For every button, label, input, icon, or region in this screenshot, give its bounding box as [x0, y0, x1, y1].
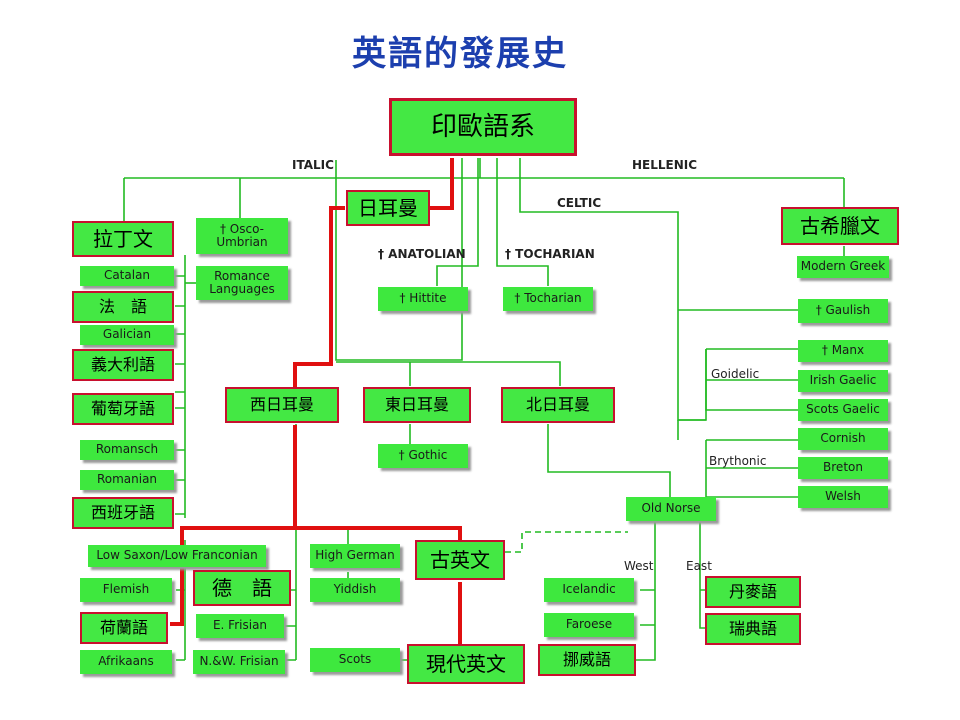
- node-gothic: † Gothic: [378, 444, 468, 468]
- node-osco-umbrian: † Osco- Umbrian: [196, 218, 288, 254]
- node-afrikaans: Afrikaans: [80, 650, 172, 674]
- node-e-frisian: E. Frisian: [196, 614, 284, 638]
- node-scots: Scots: [310, 648, 400, 672]
- node-nw-frisian: N.&W. Frisian: [193, 650, 285, 674]
- node-greek: 古希臘文: [781, 207, 899, 245]
- label-west: West: [624, 559, 654, 573]
- node-breton: Breton: [798, 457, 888, 479]
- node-dutch: 荷蘭語: [80, 612, 168, 644]
- label-goidelic: Goidelic: [711, 367, 760, 381]
- node-west-germanic: 西日耳曼: [225, 387, 339, 423]
- node-hittite: † Hittite: [378, 287, 468, 311]
- label-east: East: [686, 559, 712, 573]
- node-old-english: 古英文: [415, 540, 505, 580]
- node-danish: 丹麥語: [705, 576, 801, 608]
- node-germanic: 日耳曼: [346, 190, 430, 226]
- node-german: 德 語: [193, 570, 291, 606]
- node-irish-gaelic: Irish Gaelic: [798, 370, 888, 392]
- node-manx: † Manx: [798, 340, 888, 362]
- node-high-german: High German: [310, 544, 400, 568]
- node-modern-english: 現代英文: [407, 644, 525, 684]
- node-cornish: Cornish: [798, 428, 888, 450]
- node-low-saxon: Low Saxon/Low Franconian: [88, 545, 266, 567]
- node-indo-european: 印歐語系: [389, 98, 577, 156]
- page-title: 英語的發展史: [352, 34, 568, 74]
- node-faroese: Faroese: [544, 613, 634, 637]
- node-yiddish: Yiddish: [310, 578, 400, 602]
- node-swedish: 瑞典語: [705, 613, 801, 645]
- node-romance: Romance Languages: [196, 266, 288, 300]
- node-italian: 義大利語: [72, 349, 174, 381]
- node-gaulish: † Gaulish: [798, 299, 888, 323]
- label-brythonic: Brythonic: [709, 454, 767, 468]
- label-italic: ITALIC: [292, 158, 334, 172]
- label-tocharian: † TOCHARIAN: [505, 247, 595, 261]
- node-spanish: 西班牙語: [72, 497, 174, 529]
- node-romansch: Romansch: [80, 440, 174, 460]
- node-flemish: Flemish: [80, 578, 172, 602]
- node-icelandic: Icelandic: [544, 578, 634, 602]
- node-french: 法 語: [72, 291, 174, 323]
- node-scots-gaelic: Scots Gaelic: [798, 399, 888, 421]
- node-catalan: Catalan: [80, 266, 174, 286]
- node-welsh: Welsh: [798, 486, 888, 508]
- label-anatolian: † ANATOLIAN: [378, 247, 466, 261]
- label-hellenic: HELLENIC: [632, 158, 698, 172]
- node-romanian: Romanian: [80, 470, 174, 490]
- node-latin: 拉丁文: [72, 221, 174, 257]
- node-norwegian: 挪威語: [538, 644, 636, 676]
- node-modern-greek: Modern Greek: [797, 256, 889, 278]
- node-north-germanic: 北日耳曼: [501, 387, 615, 423]
- node-tocharian: † Tocharian: [503, 287, 593, 311]
- node-portuguese: 葡萄牙語: [72, 393, 174, 425]
- label-celtic: CELTIC: [557, 196, 602, 210]
- node-east-germanic: 東日耳曼: [363, 387, 471, 423]
- node-old-norse: Old Norse: [626, 497, 716, 521]
- node-galician: Galician: [80, 325, 174, 345]
